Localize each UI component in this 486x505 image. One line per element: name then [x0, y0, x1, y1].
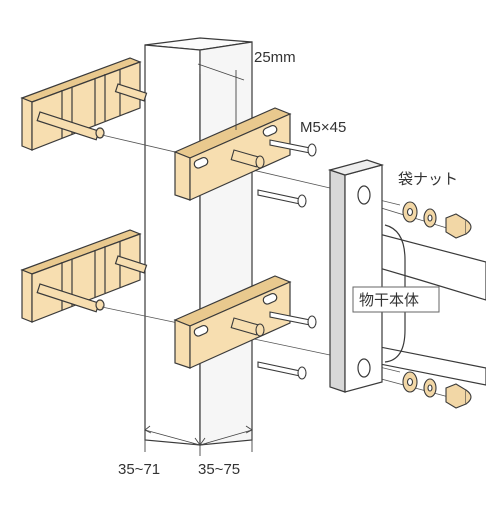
- upper-plate-slot: [262, 124, 278, 137]
- dim-arrow-left: [144, 429, 201, 446]
- lower-plate-slot: [262, 292, 278, 305]
- upper-dowel-pin: [114, 83, 148, 102]
- lower-plate-body: [174, 319, 191, 369]
- upper-wooden-bracket: [20, 57, 148, 151]
- mount-plate-top: [327, 159, 385, 176]
- mount-hole-lower: [357, 358, 371, 378]
- cap-nut-icon: [445, 383, 472, 409]
- upper-dowel-end: [95, 127, 105, 139]
- dim-right-label: 35~75: [198, 461, 240, 478]
- bolt-icon: [257, 361, 307, 380]
- body-label: 物干本体: [359, 292, 419, 309]
- spacing-label: 25mm: [254, 49, 296, 66]
- upper-plate-body: [174, 151, 191, 201]
- bolt-size-label: M5×45: [300, 119, 346, 136]
- bolt-icon: [269, 139, 317, 157]
- mount-hole-upper: [357, 185, 371, 205]
- fasteners-lower: [402, 371, 472, 409]
- lower-dowel-end: [95, 299, 105, 311]
- cap-nut-label: 袋ナット: [398, 171, 458, 188]
- body-label-box: [352, 286, 440, 313]
- lower-wooden-bracket: [20, 229, 148, 323]
- upper-plate-slot: [193, 156, 209, 169]
- plate-dowels: [230, 149, 265, 337]
- lower-bracket-front: [21, 269, 33, 323]
- drying-rack-body: [327, 159, 486, 393]
- lower-plate-slot: [193, 324, 209, 337]
- bolt-icon: [257, 189, 307, 208]
- cap-nut-icon: [445, 213, 472, 239]
- fasteners-upper: [402, 201, 472, 239]
- mount-plate-side: [329, 169, 346, 393]
- bolt-icon: [269, 311, 317, 329]
- upper-bracket-front: [21, 97, 33, 151]
- dim-left-label: 35~71: [118, 461, 160, 478]
- lower-dowel-pin: [114, 255, 148, 274]
- post-left-face: [144, 44, 201, 446]
- post-right-face: [199, 41, 253, 446]
- dim-arrow-right: [199, 429, 253, 446]
- bolts: [257, 139, 317, 380]
